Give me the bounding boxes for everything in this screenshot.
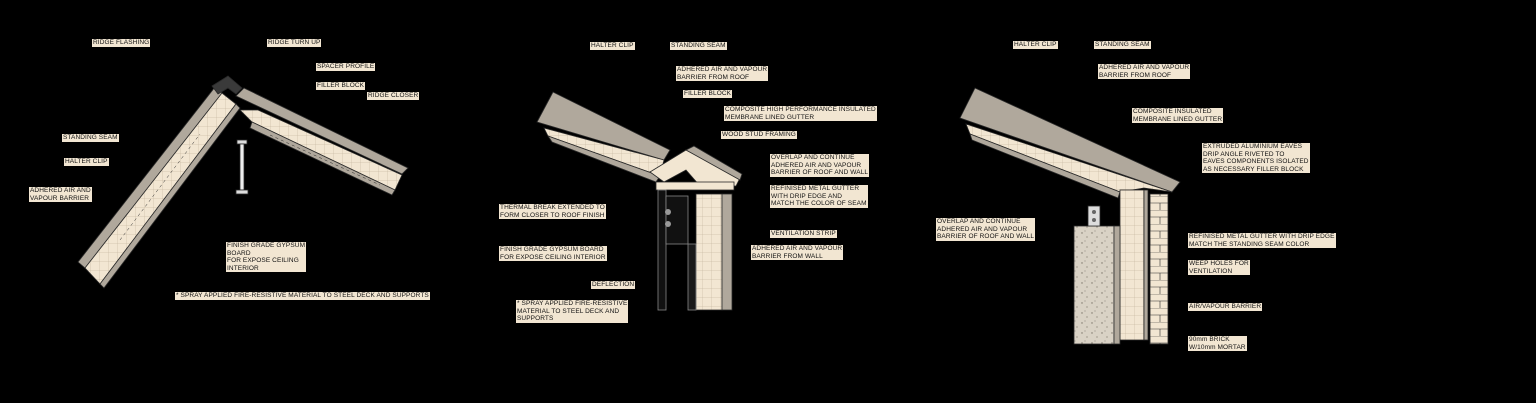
label-air-vapour-barrier-roof: ADHERED AIR AND VAPOUR BARRIER FROM ROOF — [676, 66, 769, 82]
label-ridge-turn-up: RIDGE TURN UP — [267, 39, 322, 47]
label-filler-block: FILLER BLOCK — [316, 82, 366, 90]
label-air-vapour-barrier-roof: ADHERED AIR AND VAPOUR BARRIER FROM ROOF — [1098, 64, 1191, 80]
label-composite-insulated-gutter: COMPOSITE INSULATED MEMBRANE LINED GUTTE… — [1132, 108, 1224, 124]
eaves-detail-drawing — [959, 87, 1181, 345]
label-deflection: DEFLECTION — [591, 281, 636, 289]
label-ridge-flashing: RIDGE FLASHING — [92, 39, 151, 47]
label-overlap-continue: OVERLAP AND CONTINUE ADHERED AIR AND VAP… — [770, 154, 870, 177]
label-refinised-metal-gutter: REFINISED METAL GUTTER WITH DRIP EDGE AN… — [770, 185, 868, 208]
label-spray-fire-resistive: * SPRAY APPLIED FIRE-RESISTIVE MATERIAL … — [516, 300, 629, 323]
label-standing-seam: STANDING SEAM — [62, 134, 119, 142]
label-thermal-break: THERMAL BREAK EXTENDED TO FORM CLOSER TO… — [499, 204, 606, 220]
ridge-detail-drawing — [77, 75, 409, 289]
label-wood-stud-framing: WOOD STUD FRAMING — [721, 131, 797, 139]
label-ventilation-strip: VENTILATION STRIP — [770, 230, 837, 238]
label-extruded-aluminium-eaves: EXTRUDED ALUMINIUM EAVES DRIP ANGLE RIVE… — [1202, 143, 1310, 174]
label-spray-fire-resistive: * SPRAY APPLIED FIRE-RESISTIVE MATERIAL … — [175, 292, 430, 300]
label-refinised-metal-gutter: REFINISED METAL GUTTER WITH DRIP EDGE MA… — [1188, 233, 1336, 249]
label-finish-grade-gypsum: FINISH GRADE GYPSUM BOARD FOR EXPOSE CEI… — [226, 242, 307, 273]
label-filler-block: FILLER BLOCK — [683, 90, 733, 98]
label-weep-holes: WEEP HOLES FOR VENTILATION — [1188, 260, 1250, 276]
label-halter-clip: HALTER CLIP — [1013, 41, 1058, 49]
gutter-detail-drawing — [536, 91, 743, 311]
label-spacer-profile: SPACER PROFILE — [316, 63, 376, 71]
label-halter-clip: HALTER CLIP — [590, 42, 635, 50]
label-air-vapour-barrier-wall: ADHERED AIR AND VAPOUR BARRIER FROM WALL — [751, 245, 844, 261]
label-adhered-air-vapour-barrier: ADHERED AIR AND VAPOUR BARRIER — [29, 187, 92, 203]
label-composite-insulated-gutter: COMPOSITE HIGH PERFORMANCE INSULATED MEM… — [724, 106, 877, 122]
label-overlap-continue: OVERLAP AND CONTINUE ADHERED AIR AND VAP… — [936, 218, 1036, 241]
label-air-vapour-barrier: AIR/VAPOUR BARRIER — [1188, 303, 1263, 311]
label-standing-seam: STANDING SEAM — [670, 42, 727, 50]
label-finish-grade-gypsum: FINISH GRADE GYPSUM BOARD FOR EXPOSE CEI… — [499, 246, 607, 262]
label-ridge-closer: RIDGE CLOSER — [367, 92, 420, 100]
label-standing-seam: STANDING SEAM — [1094, 41, 1151, 49]
label-brick-mortar: 90mm BRICK W/10mm MORTAR — [1188, 336, 1247, 352]
label-halter-clip: HALTER CLIP — [64, 158, 109, 166]
